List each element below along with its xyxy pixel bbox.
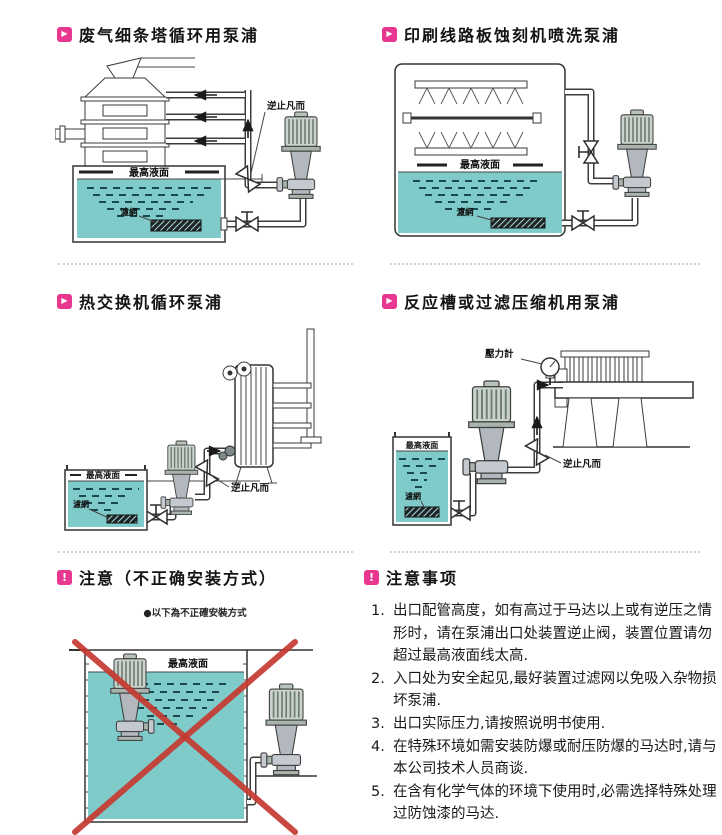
play-icon: ▶	[382, 293, 397, 309]
strainer	[490, 217, 546, 229]
note-text: 在特殊环境如需安装防爆或耐压防爆的马达时,请与本公司技术人员商谈.	[393, 738, 717, 778]
note-number: 2.	[371, 670, 385, 687]
note-text: 在含有化学气体的环境下使用时,必需选择特殊处理过防蚀漆的马达.	[393, 783, 717, 823]
vertical-pump	[160, 440, 199, 516]
note-number: 4.	[371, 738, 385, 755]
press-beam	[554, 381, 694, 399]
note-item: 5. 在含有化学气体的环境下使用时,必需选择特殊处理过防蚀漆的马达.	[371, 781, 719, 826]
strainer	[404, 506, 440, 518]
vertical-pump-outside	[260, 683, 308, 776]
note-text: 出口实际压力,请按照说明书使用.	[393, 716, 606, 733]
check-valve	[194, 459, 220, 487]
label-strainer: 濾網	[73, 499, 89, 509]
label-strainer: 濾網	[405, 491, 421, 501]
title-text: 印刷线路板蚀刻机喷洗泵浦	[404, 26, 621, 45]
strainer	[106, 514, 138, 524]
section-title-waste-gas-tower: ▶ 废气细条塔循环用泵浦	[57, 22, 259, 46]
exchanger-body	[234, 364, 274, 468]
diagram-heat-exchanger: 最高液面 濾網 逆止凡而	[64, 328, 322, 531]
title-text: 热交换机循环泵浦	[79, 293, 224, 312]
section-title-caution-incorrect: ! 注意（不正确安装方式）	[57, 565, 277, 589]
note-number: 1.	[371, 603, 385, 619]
play-icon: ▶	[57, 26, 72, 42]
diagram-waste-gas-tower: 最高液面 濾網 逆止凡而	[55, 57, 322, 243]
exclamation-icon: !	[364, 569, 379, 585]
vertical-pump	[462, 380, 516, 485]
divider	[390, 551, 700, 553]
diagram-incorrect-installation: ●以下為不正確安裝方式 最高液面	[69, 607, 317, 835]
title-text: 注意（不正确安装方式）	[79, 569, 278, 588]
diagram-pcb-etching: 最高液面 濾網	[394, 63, 658, 237]
divider	[390, 263, 700, 265]
label-check-valve: 逆止凡而	[563, 458, 602, 470]
note-item: 2. 入口处为安全起见,最好装置过滤网以免吸入杂物损坏泵浦.	[371, 668, 719, 713]
note-text: 出口配管高度，如有高过于马达以上或有逆压之情形时，请在泵浦出口处装置逆止阀，装置…	[393, 603, 712, 665]
note-item: 1. 出口配管高度，如有高过于马达以上或有逆压之情形时，请在泵浦出口处装置逆止阀…	[371, 600, 719, 668]
exclamation-icon: !	[57, 569, 72, 585]
note-text: 入口处为安全起见,最好装置过滤网以免吸入杂物损坏泵浦.	[393, 670, 717, 710]
divider	[58, 551, 353, 553]
caution-notes-list: 1. 出口配管高度，如有高过于马达以上或有逆压之情形时，请在泵浦出口处装置逆止阀…	[371, 600, 719, 826]
label-max-level: 最高液面	[460, 158, 500, 171]
note-number: 5.	[371, 783, 385, 800]
title-text: 废气细条塔循环用泵浦	[79, 26, 260, 45]
label-max-level: 最高液面	[168, 657, 208, 670]
label-strainer: 濾網	[456, 207, 474, 218]
diagram-filter-press: 最高液面 濾網 壓力計 逆止凡而	[392, 348, 694, 526]
vertical-pump	[612, 109, 658, 198]
gate-valve	[571, 210, 595, 231]
note-item: 3. 出口实际压力,请按照说明书使用.	[371, 713, 719, 736]
label-pressure-gauge: 壓力計	[485, 348, 514, 360]
label-strainer: 濾網	[120, 207, 138, 218]
label-max-level: 最高液面	[86, 470, 121, 481]
label-check-valve: 逆止凡而	[267, 100, 306, 112]
vertical-pump	[276, 111, 322, 200]
label-max-level: 最高液面	[406, 440, 439, 450]
divider	[58, 263, 353, 265]
section-title-pcb-etching: ▶ 印刷线路板蚀刻机喷洗泵浦	[382, 22, 620, 46]
note-item: 4. 在特殊环境如需安装防爆或耐压防爆的马达时,请与本公司技术人员商谈.	[371, 736, 719, 781]
gate-valve	[235, 211, 259, 232]
play-icon: ▶	[382, 26, 397, 42]
note-number: 3.	[371, 716, 385, 733]
section-title-heat-exchanger: ▶ 热交换机循环泵浦	[57, 289, 223, 313]
strainer	[150, 219, 202, 232]
section-title-caution-notes: ! 注意事项	[364, 565, 458, 589]
label-incorrect-caption: ●以下為不正確安裝方式	[143, 607, 247, 619]
title-text: 注意事项	[386, 569, 459, 588]
check-valve	[524, 438, 550, 466]
play-icon: ▶	[57, 293, 72, 309]
title-text: 反应槽或过滤压缩机用泵浦	[404, 293, 621, 312]
gate-valve	[578, 140, 599, 164]
label-max-level: 最高液面	[129, 166, 169, 179]
label-check-valve: 逆止凡而	[231, 482, 270, 494]
section-title-filter-press: ▶ 反应槽或过滤压缩机用泵浦	[382, 289, 620, 313]
red-cross-line	[72, 639, 298, 835]
